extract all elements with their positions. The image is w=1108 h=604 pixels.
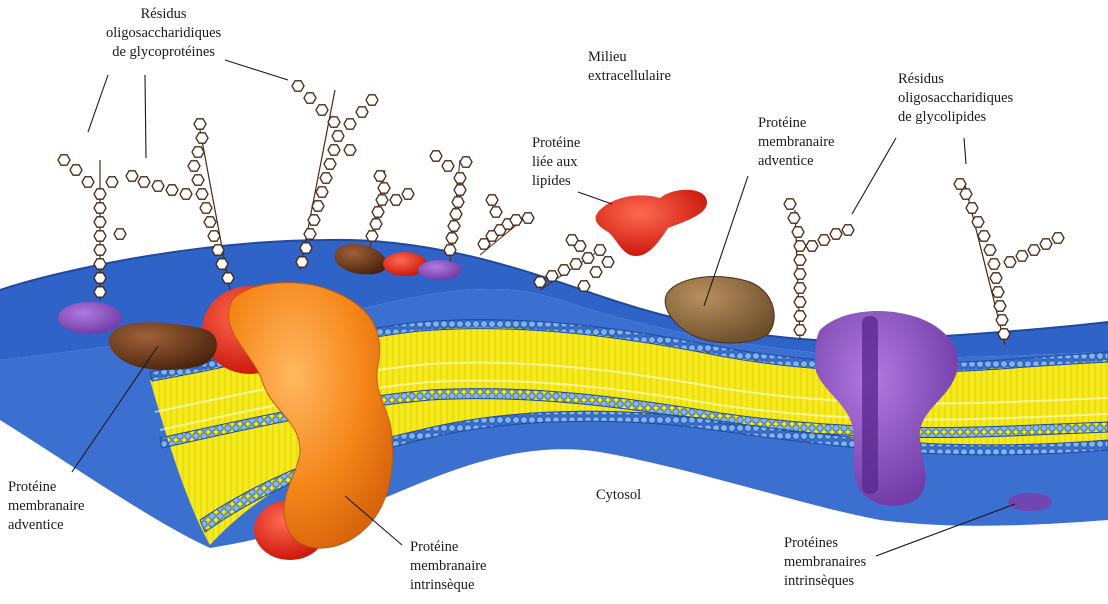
label-integral-protein: Protéine membranaire intrinsèque — [410, 538, 487, 595]
label-peripheral-protein-top: Protéine membranaire adventice — [758, 114, 835, 171]
glycolipid-chain-2 — [954, 179, 1064, 345]
label-glycolipid-residues: Résidus oligosaccharidiques de glycolipi… — [898, 70, 1013, 127]
glycoprotein-chain-7 — [534, 235, 614, 291]
purple-protein-small — [418, 260, 462, 280]
glycoprotein-chain-5 — [430, 151, 472, 262]
label-lipid-linked-protein: Protéine liée aux lipides — [532, 134, 580, 191]
lipid-linked-protein-red — [596, 190, 707, 256]
glycoprotein-chain-6 — [478, 195, 534, 255]
label-cytosol: Cytosol — [596, 486, 641, 505]
label-glycoprotein-residues: Résidus oligosaccharidiques de glycoprot… — [106, 5, 221, 62]
label-peripheral-protein-left: Protéine membranaire adventice — [8, 478, 85, 535]
glycoprotein-chain-4 — [366, 170, 414, 248]
channel-pore — [862, 316, 878, 494]
purple-spot-cytosol — [1008, 493, 1052, 511]
label-extracellular-medium: Milieu extracellulaire — [588, 48, 671, 86]
purple-glycoprotein-left — [58, 302, 122, 334]
label-integral-proteins: Protéines membranaires intrinsèques — [784, 534, 866, 591]
